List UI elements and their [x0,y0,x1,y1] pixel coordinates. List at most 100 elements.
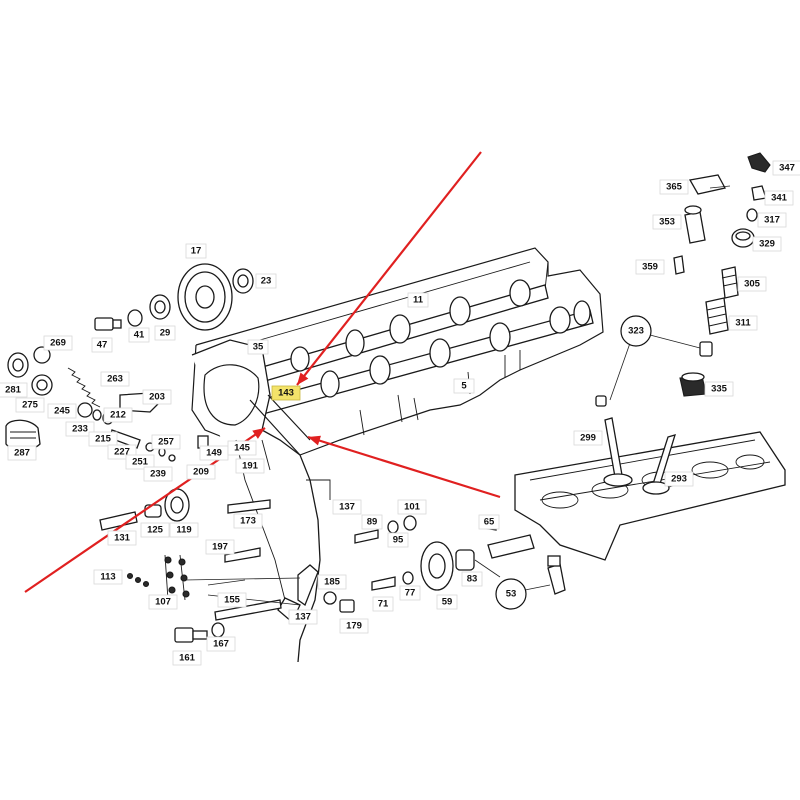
callout-box [7,445,37,461]
callout-box [142,389,172,405]
callout-245: 245 [47,403,77,419]
bolt-161 [174,627,208,643]
callout-number: 143 [278,388,294,399]
callout-box [247,339,269,355]
callout-145: 145 [227,440,257,456]
callout-box [93,569,123,585]
callout-number: 233 [72,424,88,435]
callout-box [399,585,421,601]
callout-number: 341 [771,193,788,204]
callout-number: 305 [744,279,761,290]
callout-number: 65 [484,517,495,528]
bolt-197 [224,547,261,563]
callout-209: 209 [186,464,216,480]
callout-box [125,454,155,470]
callout-95: 95 [387,532,409,548]
callout-box [43,335,73,351]
element-359 [673,255,685,275]
callout-185: 185 [317,574,347,590]
callout-89: 89 [361,514,383,530]
camshaft-upper [244,279,549,387]
bolt-173 [227,499,271,514]
callout-173: 173 [233,513,263,529]
callout-41: 41 [128,327,150,343]
callout-box [317,574,347,590]
bush-125 [144,504,162,518]
callout-137: 137 [288,609,318,625]
red-arrow-top [296,151,482,386]
washer-29 [149,294,171,320]
callout-box [100,371,130,387]
callout-number: 173 [240,516,256,527]
callout-257: 257 [151,434,181,450]
callout-203: 203 [142,389,172,405]
callout-box [151,434,181,450]
callout-number: 257 [158,437,174,448]
callout-number: 155 [224,595,241,606]
callout-137: 137 [332,499,362,515]
callout-circle [495,578,527,610]
callout-box [0,382,28,398]
chain-107 [164,554,190,601]
callout-number: 23 [261,276,272,287]
callout-101: 101 [397,499,427,515]
callout-305: 305 [737,276,767,292]
callout-box [15,397,45,413]
callout-number: 125 [147,525,164,536]
callout-box [478,514,500,530]
callout-box [271,385,301,401]
washer-185 [323,591,337,605]
callout-311: 311 [728,315,758,331]
callout-365: 365 [659,179,689,195]
collar-41 [127,309,143,327]
callout-293: 293 [664,471,694,487]
callout-box [128,327,150,343]
valve-keeper-small [595,395,607,407]
callout-167: 167 [206,636,236,652]
washer-167 [211,622,225,638]
seal-281 [7,352,29,378]
callout-number: 281 [5,385,22,396]
valve-299 [603,417,633,487]
callout-number: 215 [95,434,112,445]
callout-box [664,471,694,487]
callout-number: 227 [114,447,130,458]
callout-number: 35 [253,342,264,353]
callout-box [752,236,782,252]
cap-341 [751,185,767,201]
callout-number: 239 [150,469,166,480]
callout-number: 137 [339,502,355,513]
callout-number: 83 [467,574,478,585]
callout-113: 113 [93,569,123,585]
callout-341: 341 [764,190,794,206]
callout-box [103,407,133,423]
callout-number: 47 [97,340,108,351]
callout-box [737,276,767,292]
bush-269 [33,346,51,364]
callout-number: 5 [461,381,467,392]
callout-107: 107 [148,594,178,610]
callout-233: 233 [65,421,95,437]
callout-box [233,513,263,529]
callout-number: 203 [149,392,165,403]
callout-number: 179 [346,621,362,632]
callout-59: 59 [436,594,458,610]
callout-box [140,522,170,538]
valve-293 [642,434,676,495]
callout-box [339,618,369,634]
callout-number: 119 [176,525,191,536]
callout-box [65,421,95,437]
red-arrows [24,151,501,593]
callout-number: 185 [324,577,341,588]
callout-287: 287 [7,445,37,461]
callout-box [573,430,603,446]
bush-83 [455,549,475,571]
callout-number: 107 [155,597,171,608]
tappet-353 [684,205,706,244]
links-113 [126,572,150,588]
sensor-53 [547,555,566,595]
callout-number: 311 [735,318,751,329]
callout-box [288,609,318,625]
